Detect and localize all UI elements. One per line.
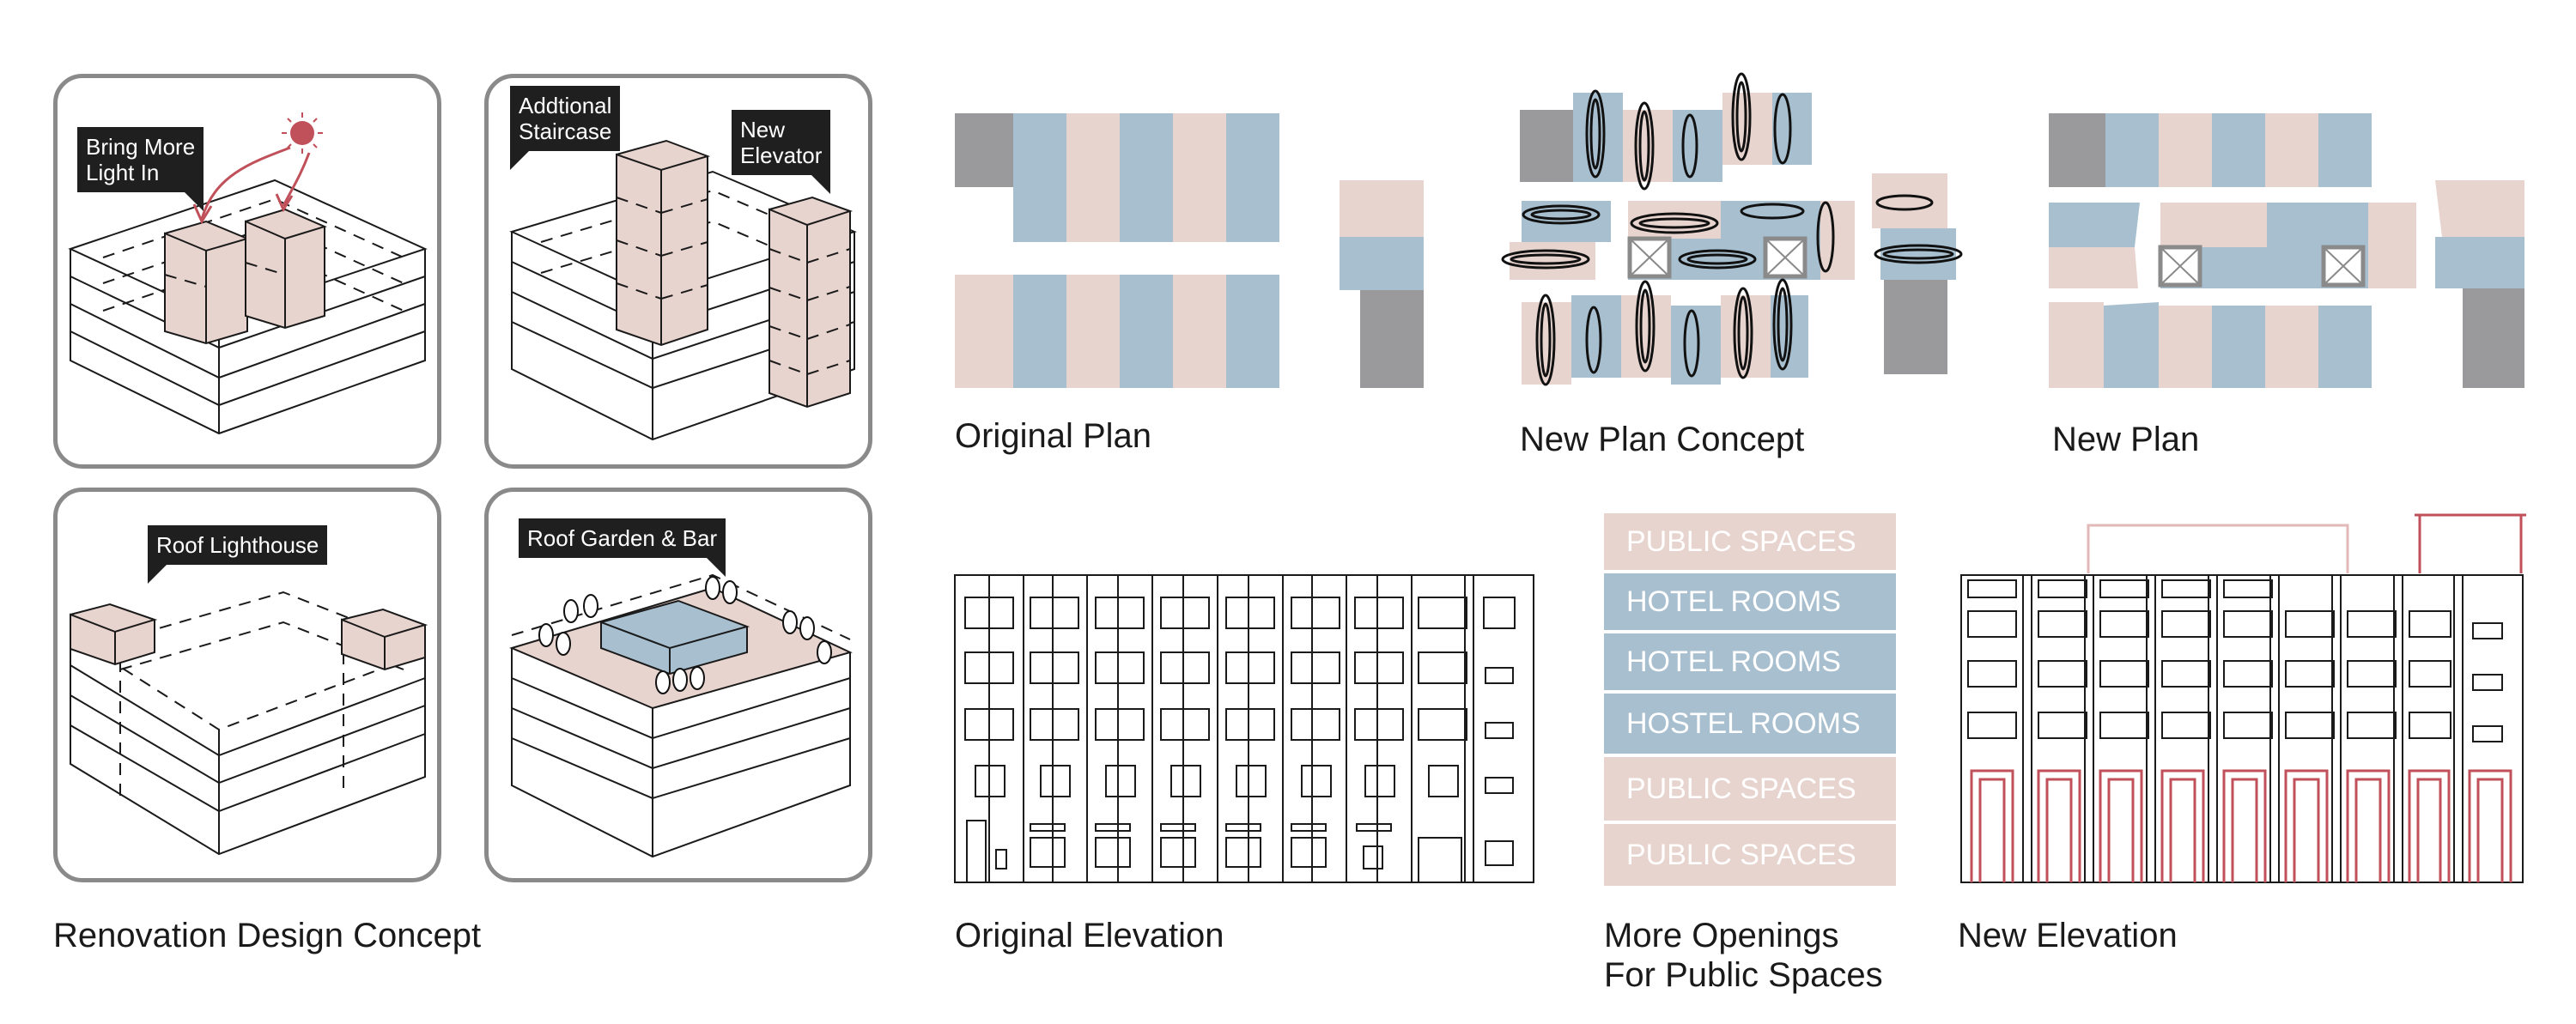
- lighthouse-right: [342, 609, 425, 670]
- caption-original-elevation: Original Elevation: [955, 917, 1224, 954]
- callout-bring-more-light: Bring More Light In: [77, 127, 204, 211]
- original-plan: [955, 113, 1424, 388]
- legend-item-hotel-rooms: HOTEL ROOMS: [1604, 633, 1896, 690]
- new-plan-concept: [1501, 72, 1963, 386]
- callout-additional-staircase: Addtional Staircase: [510, 86, 621, 170]
- caption-new-elevation: New Elevation: [1958, 917, 2178, 954]
- caption-renovation-design-concept: Renovation Design Concept: [53, 917, 482, 954]
- caption-more-openings-line1: More Openings: [1604, 917, 1839, 954]
- caption-more-openings-line2: For Public Spaces: [1604, 956, 1883, 994]
- roof-bar-volume: [601, 601, 747, 674]
- legend-item-public-spaces: PUBLIC SPACES: [1604, 757, 1896, 821]
- callout-roof-garden-bar: Roof Garden & Bar: [519, 518, 726, 577]
- roof-lighthouse-outline: [2418, 513, 2523, 573]
- callout-new-elevator: New Elevator: [732, 110, 831, 194]
- plan-concept-flow-lenses: [1501, 72, 1963, 386]
- iso-building-garden: [509, 573, 853, 858]
- tree-icons: [538, 576, 832, 694]
- sun-icon: [290, 121, 314, 145]
- original-elevation: [954, 574, 1534, 883]
- elevator-volume: [769, 197, 850, 407]
- new-elevation-openings: [1970, 769, 2512, 882]
- new-plan: [2049, 113, 2524, 388]
- legend-item-hotel-rooms: HOTEL ROOMS: [1604, 573, 1896, 630]
- caption-new-plan-concept: New Plan Concept: [1520, 421, 1805, 458]
- iso-building-circulation: [509, 139, 857, 441]
- legend-item-public-spaces: PUBLIC SPACES: [1604, 513, 1896, 570]
- roof-pavilion-outline: [2087, 524, 2349, 573]
- callout-roof-lighthouse: Roof Lighthouse: [148, 525, 328, 584]
- legend-item-public-spaces: PUBLIC SPACES: [1604, 824, 1896, 886]
- iso-building-lighthouse: [70, 591, 428, 856]
- caption-original-plan: Original Plan: [955, 417, 1152, 455]
- new-elevation: [1960, 513, 2526, 883]
- iso-building-light: [68, 112, 428, 435]
- legend-item-hostel-rooms: HOSTEL ROOMS: [1604, 694, 1896, 754]
- caption-new-plan: New Plan: [2052, 421, 2200, 458]
- light-ray-arrow: [200, 146, 291, 220]
- lighthouse-left: [70, 604, 155, 664]
